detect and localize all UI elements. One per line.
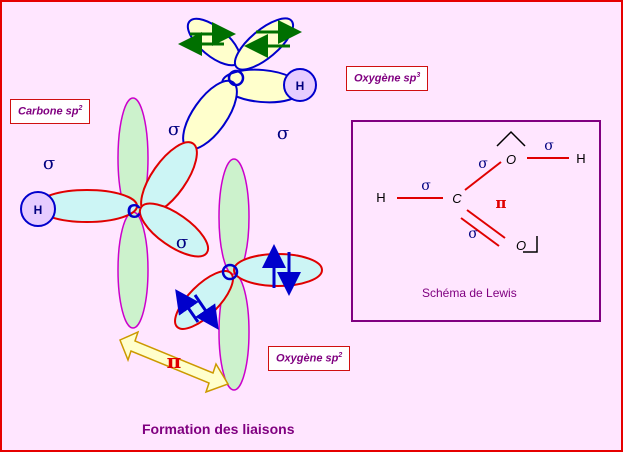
label-carbone-sup: 2 bbox=[78, 105, 83, 112]
o-sp3-lobe-upper-right bbox=[233, 17, 295, 71]
label-oxygene-sp3-sup: 3 bbox=[416, 72, 421, 79]
lewis-h-right: H bbox=[576, 151, 585, 166]
oxygen-sp3-atom bbox=[227, 69, 245, 87]
lewis-bond-c-o-top bbox=[464, 161, 502, 191]
lewis-sigma-oh: σ bbox=[544, 138, 554, 154]
lewis-double-bond-line-1 bbox=[466, 209, 506, 239]
lewis-o-bottom: O bbox=[516, 238, 526, 253]
hydrogen-left-label: H bbox=[34, 203, 43, 217]
lewis-pi: π bbox=[496, 194, 507, 212]
lewis-o-bottom-lone-pairs bbox=[523, 236, 538, 253]
sigma-label-oh: σ bbox=[277, 123, 289, 144]
oxygen-sp2-lobe-right bbox=[233, 253, 323, 287]
oxygen-p-lobe-up bbox=[218, 158, 250, 276]
label-oxygene-sp3: Oxygène sp3 bbox=[346, 66, 429, 91]
oxygen-p-lobe-down bbox=[218, 273, 250, 391]
sigma-label-co: σ bbox=[168, 119, 180, 140]
carbon-sp2-lobe-lower-right bbox=[138, 202, 210, 258]
lewis-structure: H σ C σ O σ H π σ O bbox=[376, 130, 586, 253]
label-oxygene-sp3-text: Oxygène sp bbox=[354, 72, 417, 85]
carbon-p-lobe-down bbox=[117, 211, 149, 329]
hydrogen-top-label: H bbox=[296, 79, 305, 93]
lewis-double-bond-line-2 bbox=[460, 217, 500, 247]
pi-bond-arrow bbox=[119, 330, 230, 394]
label-carbone-sp2: Carbone sp2 bbox=[10, 99, 91, 124]
pi-symbol: π bbox=[167, 349, 182, 373]
lewis-c: C bbox=[452, 191, 462, 206]
sigma-label-c-o2: σ bbox=[176, 232, 188, 253]
oxygen-sp2-atom bbox=[221, 263, 239, 281]
hydrogen-top-atom bbox=[283, 68, 317, 102]
label-oxygene-sp2-text: Oxygène sp bbox=[276, 352, 339, 365]
lewis-sigma-double: σ bbox=[468, 226, 478, 242]
sigma-label-left: σ bbox=[43, 153, 55, 174]
carbon-atom-label: C bbox=[127, 201, 141, 223]
lewis-title: Schéma de Lewis bbox=[422, 286, 517, 300]
lewis-o-top-lone-pairs bbox=[496, 130, 526, 147]
label-oxygene-sp2: Oxygène sp2 bbox=[268, 346, 351, 371]
label-carbone-text: Carbone sp bbox=[18, 105, 79, 118]
lewis-h-left: H bbox=[376, 190, 385, 205]
blue-arrow-diag-2 bbox=[193, 294, 219, 330]
diagram-caption: Formation des liaisons bbox=[142, 421, 295, 437]
lewis-sigma-co: σ bbox=[478, 156, 488, 172]
label-oxygene-sp2-sup: 2 bbox=[338, 352, 343, 359]
lewis-sigma-hc: σ bbox=[421, 178, 431, 194]
lewis-o-top: O bbox=[506, 152, 516, 167]
hydrogen-left-atom bbox=[20, 191, 56, 227]
lewis-schema-box: H σ C σ O σ H π σ O bbox=[351, 120, 601, 322]
